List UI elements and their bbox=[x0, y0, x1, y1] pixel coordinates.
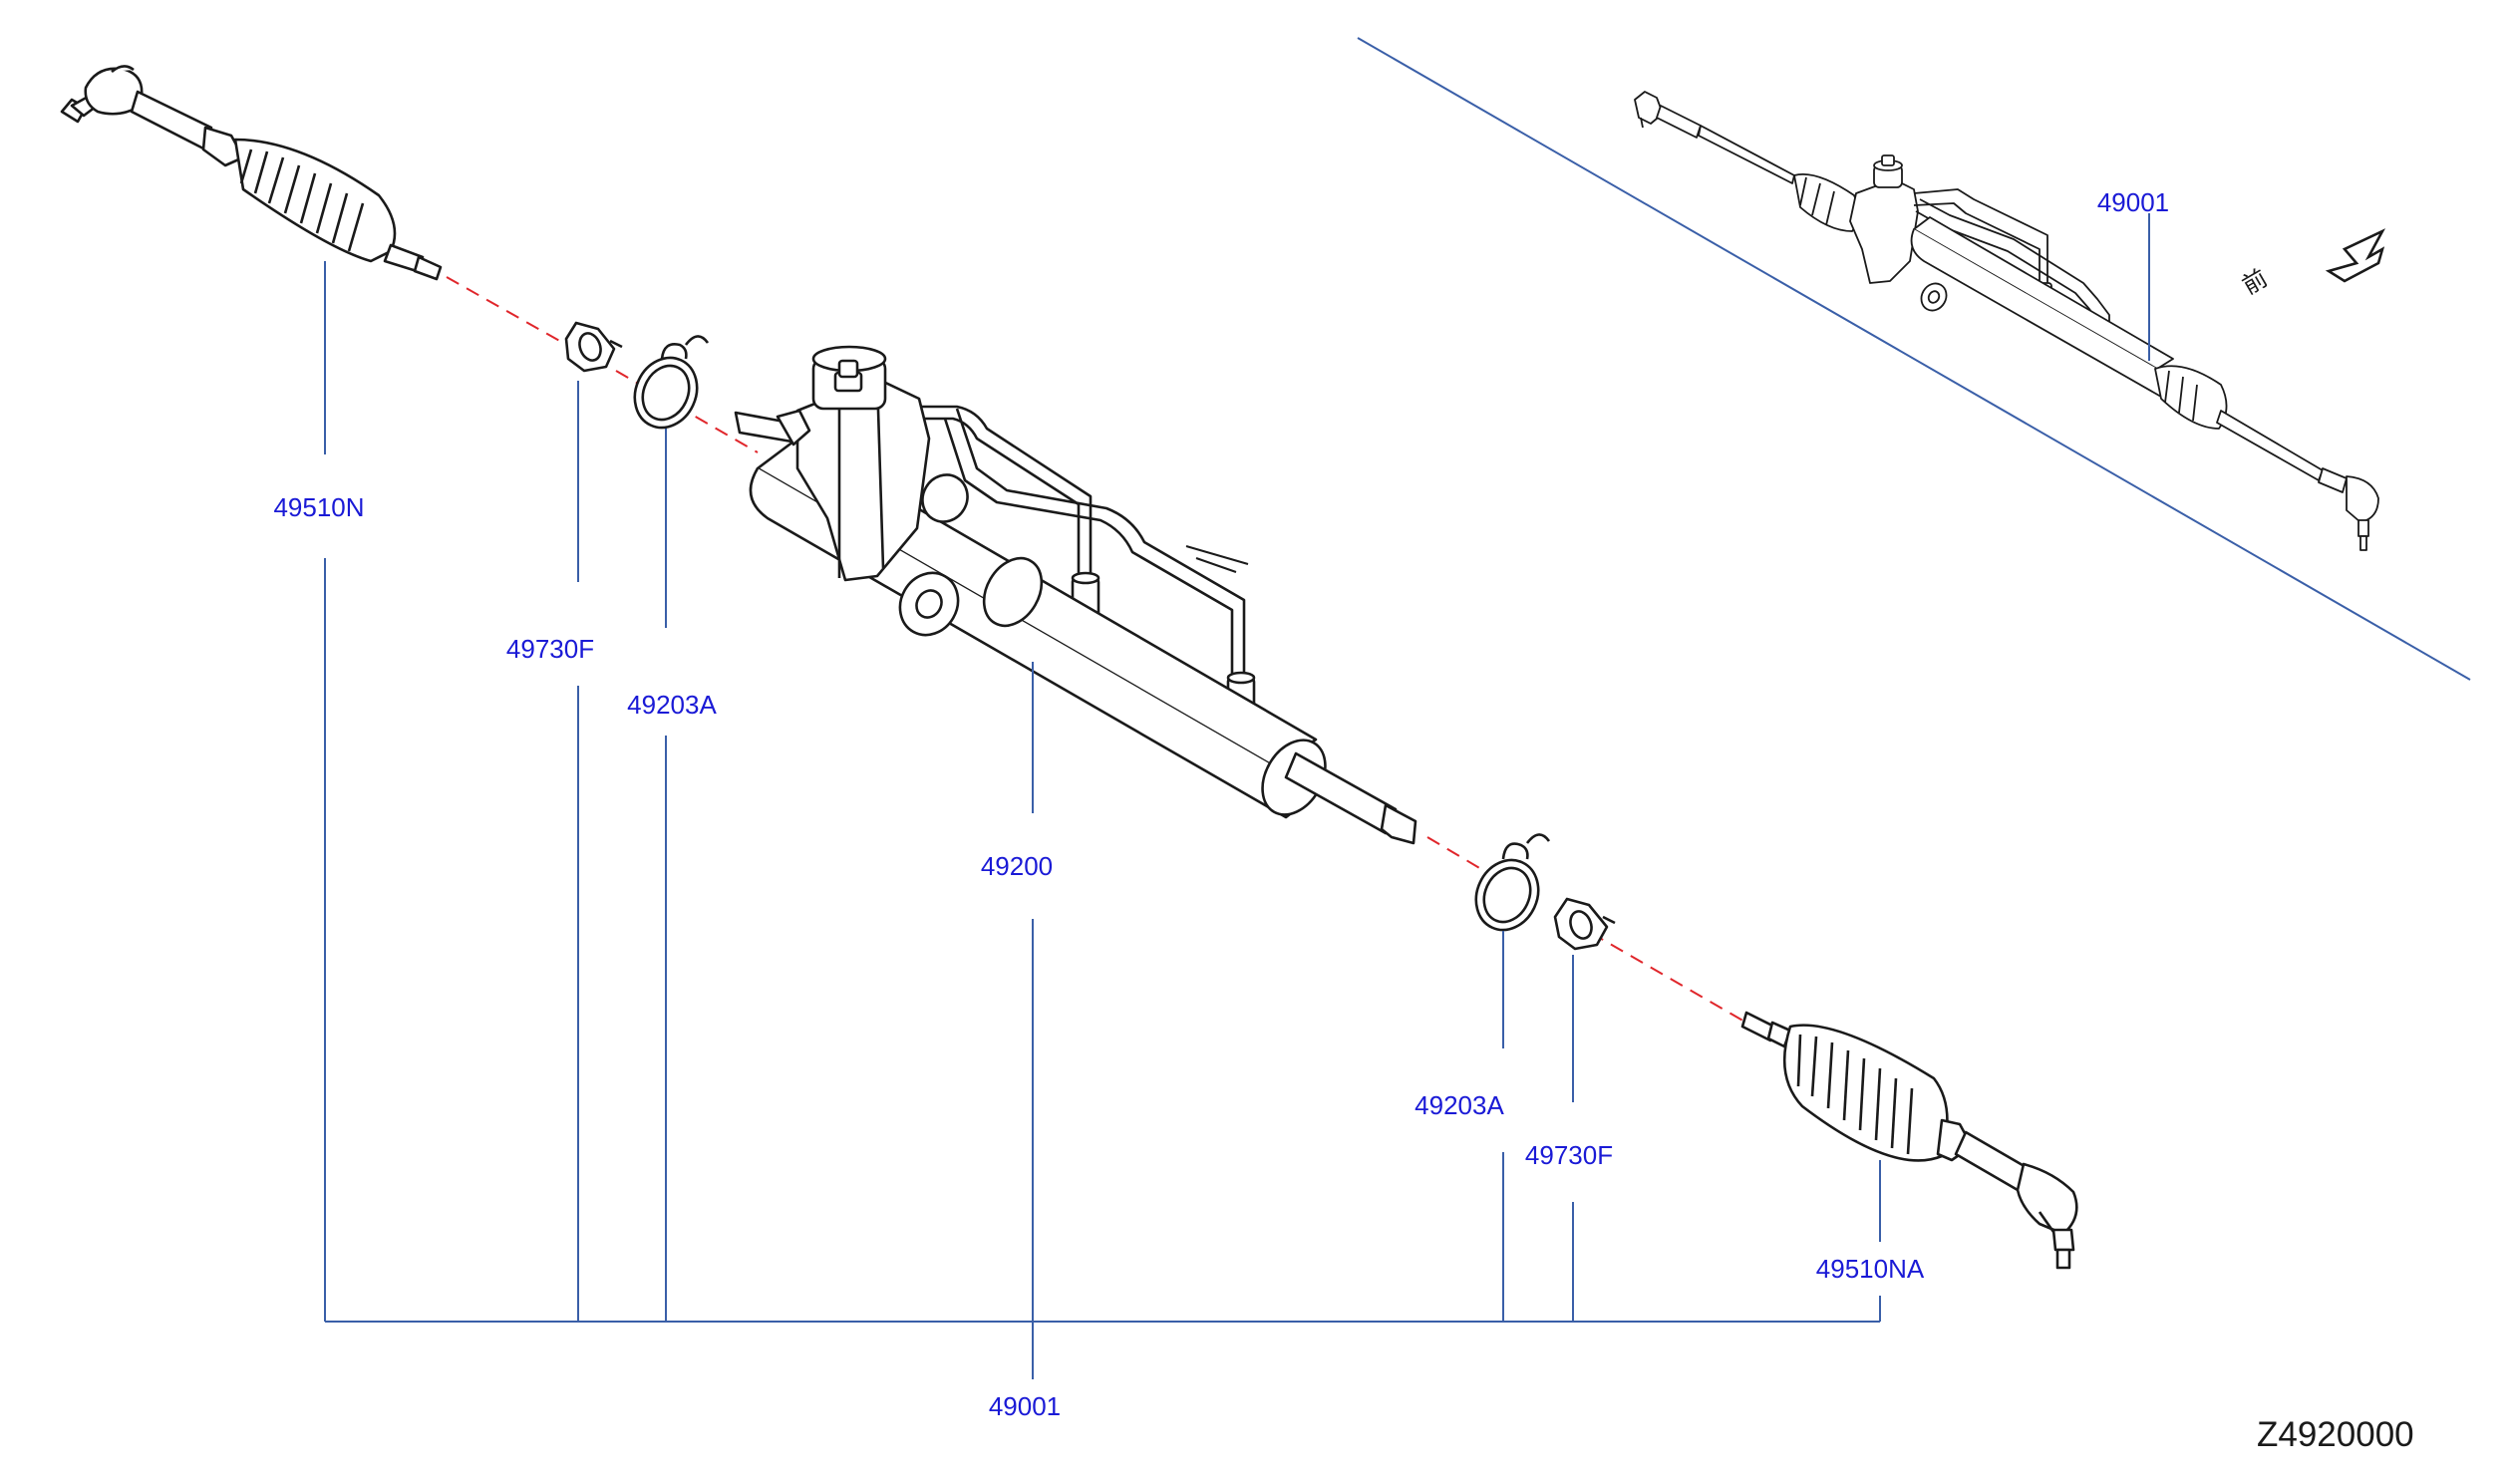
label-49203a-right: 49203A bbox=[1414, 1090, 1504, 1120]
callout-leaders bbox=[324, 213, 2150, 1379]
label-49200: 49200 bbox=[980, 851, 1054, 881]
label-49730f-right: 49730F bbox=[1524, 1140, 1614, 1170]
label-49510na: 49510NA bbox=[1815, 1254, 1925, 1284]
figure-code: Z4920000 bbox=[2257, 1415, 2414, 1454]
inset-divider-line bbox=[1357, 37, 2471, 681]
clip-right bbox=[1474, 833, 1551, 932]
label-49510n: 49510N bbox=[273, 492, 365, 522]
inset-assembly bbox=[1634, 91, 2379, 551]
tie-rod-right bbox=[1740, 1011, 2078, 1270]
gear-housing bbox=[734, 345, 1417, 845]
lock-nut-right bbox=[1553, 897, 1616, 951]
clip-left bbox=[633, 335, 710, 430]
label-49203a-left: 49203A bbox=[627, 690, 717, 720]
lock-nut-left bbox=[564, 321, 623, 373]
label-49001-inset: 49001 bbox=[2096, 187, 2170, 217]
label-49001-bottom: 49001 bbox=[988, 1391, 1062, 1421]
label-49730f-left: 49730F bbox=[505, 634, 595, 664]
front-arrow-icon bbox=[2325, 228, 2386, 283]
tie-rod-left bbox=[60, 65, 443, 281]
